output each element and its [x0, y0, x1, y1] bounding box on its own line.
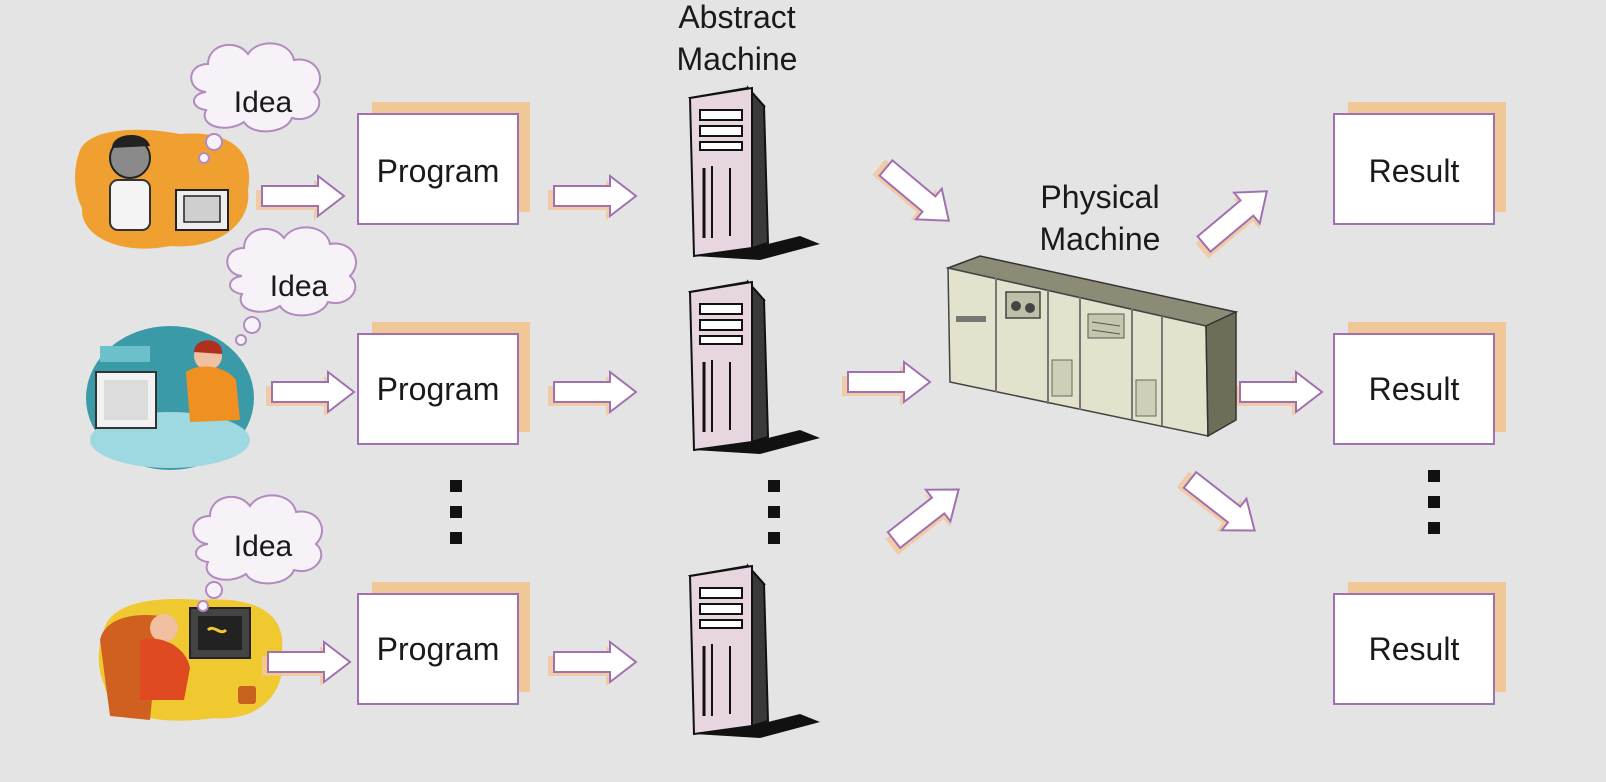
result-box — [1333, 333, 1495, 445]
arrow — [547, 641, 637, 687]
idea-label: Idea — [270, 270, 329, 303]
idea-label: Idea — [234, 86, 293, 119]
result-label: Result — [1369, 631, 1460, 667]
abstract-machine-label-line1: Abstract — [678, 0, 795, 35]
physical-machine-label-line2: Machine — [1040, 221, 1161, 257]
result-label: Result — [1369, 371, 1460, 407]
program-label: Program — [377, 153, 500, 189]
idea-label: Idea — [234, 530, 293, 563]
program-box — [357, 333, 519, 445]
arrow — [547, 371, 637, 417]
mainframe-icon — [945, 255, 1239, 438]
person-at-computer-icon — [75, 129, 250, 249]
server-tower-icon — [688, 280, 822, 456]
arrow — [1169, 459, 1268, 551]
row-3: Idea Program Result — [98, 459, 1506, 740]
arrow — [265, 371, 355, 417]
result-label: Result — [1369, 153, 1460, 189]
row-2: Idea Program Result — [86, 226, 1506, 470]
program-box — [357, 113, 519, 225]
arrow — [547, 175, 637, 221]
row-1: Idea Program Result — [75, 42, 1506, 268]
result-box — [1333, 593, 1495, 705]
result-box — [1333, 113, 1495, 225]
person-at-computer-icon — [98, 599, 283, 721]
physical-machine-label-line1: Physical — [1040, 179, 1159, 215]
server-tower-icon — [688, 86, 822, 262]
program-label: Program — [377, 371, 500, 407]
arrow — [255, 175, 345, 221]
program-label: Program — [377, 631, 500, 667]
program-box — [357, 593, 519, 705]
arrow — [1185, 174, 1284, 268]
server-tower-icon — [688, 564, 822, 740]
person-at-computer-icon — [86, 326, 254, 470]
ellipsis-dots — [450, 470, 1440, 544]
arrow — [864, 147, 963, 241]
arrow — [1233, 371, 1323, 417]
abstract-machine-label-line2: Machine — [677, 41, 798, 77]
arrow — [841, 361, 931, 407]
arrow — [875, 472, 975, 564]
